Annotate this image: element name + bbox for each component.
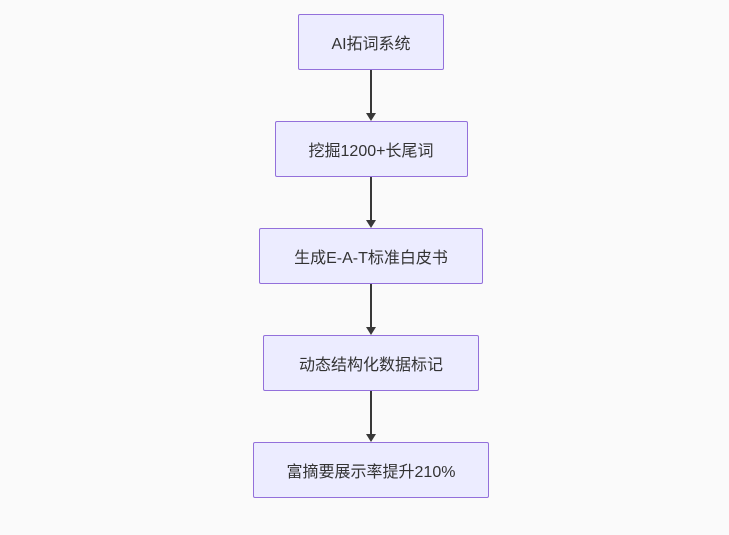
arrow-line [370,177,372,220]
arrowhead-down-icon [366,327,376,335]
flow-node-eat-whitepaper: 生成E-A-T标准白皮书 [259,228,483,284]
flow-arrow-4 [366,391,376,442]
flow-node-structured-data-markup: 动态结构化数据标记 [263,335,479,391]
flow-node-rich-snippet-rate: 富摘要展示率提升210% [253,442,489,498]
flow-node-ai-keyword-system: AI拓词系统 [298,14,444,70]
flow-node-longtail-mining: 挖掘1200+长尾词 [274,121,468,177]
arrow-line [370,70,372,113]
arrowhead-down-icon [366,113,376,121]
arrowhead-down-icon [366,220,376,228]
flow-arrow-1 [366,70,376,121]
flow-arrow-3 [366,284,376,335]
arrow-line [370,284,372,327]
flow-arrow-2 [366,177,376,228]
arrow-line [370,391,372,434]
arrowhead-down-icon [366,434,376,442]
flowchart: AI拓词系统 挖掘1200+长尾词 生成E-A-T标准白皮书 动态结构化数据标记… [221,14,521,498]
